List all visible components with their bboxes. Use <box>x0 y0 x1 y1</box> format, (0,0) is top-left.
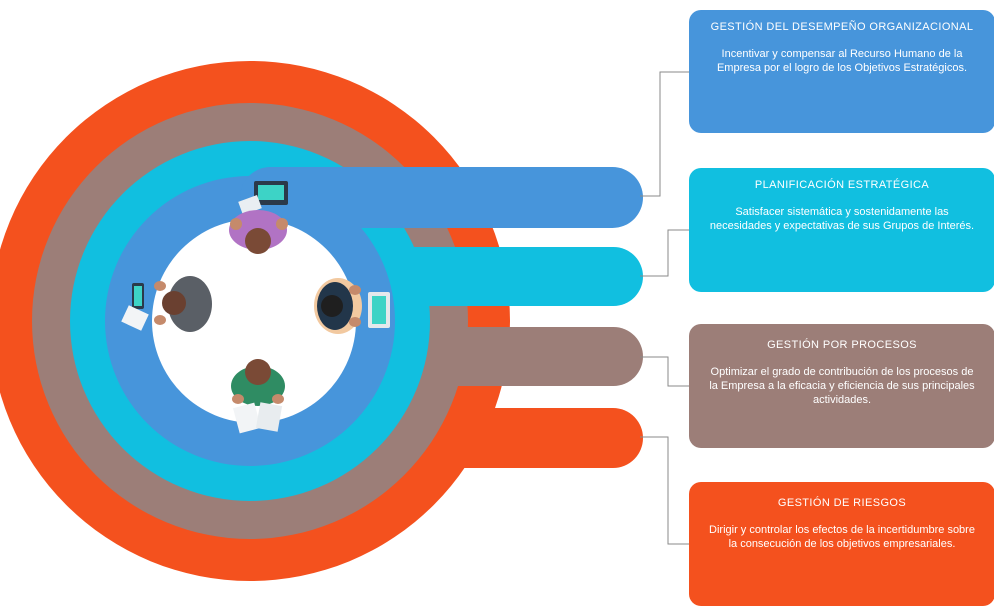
center-circle <box>152 219 356 423</box>
card-planificacion: PLANIFICACIÓN ESTRATÉGICA Satisfacer sis… <box>689 168 994 292</box>
card-description: Dirigir y controlar los efectos de la in… <box>709 524 975 550</box>
connector-procesos <box>640 356 689 387</box>
card-procesos: GESTIÓN POR PROCESOS Optimizar el grado … <box>689 324 994 448</box>
connector-planificacion <box>640 229 689 277</box>
card-desempeno: GESTIÓN DEL DESEMPEÑO ORGANIZACIONAL Inc… <box>689 10 994 133</box>
card-riesgos: GESTIÓN DE RIESGOS Dirigir y controlar l… <box>689 482 994 606</box>
person-bottom-icon <box>231 359 285 434</box>
card-title: GESTIÓN DE RIESGOS <box>777 497 907 509</box>
connector-desempeno <box>640 71 689 197</box>
person-top-icon <box>229 181 288 254</box>
person-right-icon <box>314 278 390 334</box>
person-left-icon <box>121 276 212 332</box>
card-title: PLANIFICACIÓN ESTRATÉGICA <box>754 179 930 191</box>
card-description: Satisfacer sistemática y sostenidamente … <box>709 206 975 232</box>
card-description: Incentivar y compensar al Recurso Humano… <box>716 48 968 74</box>
card-title: GESTIÓN POR PROCESOS <box>767 339 917 351</box>
card-description: Optimizar el grado de contribución de lo… <box>709 366 975 406</box>
card-title: GESTIÓN DEL DESEMPEÑO ORGANIZACIONAL <box>710 21 974 33</box>
bar-desempeno <box>240 167 643 228</box>
connector-riesgos <box>640 436 689 545</box>
